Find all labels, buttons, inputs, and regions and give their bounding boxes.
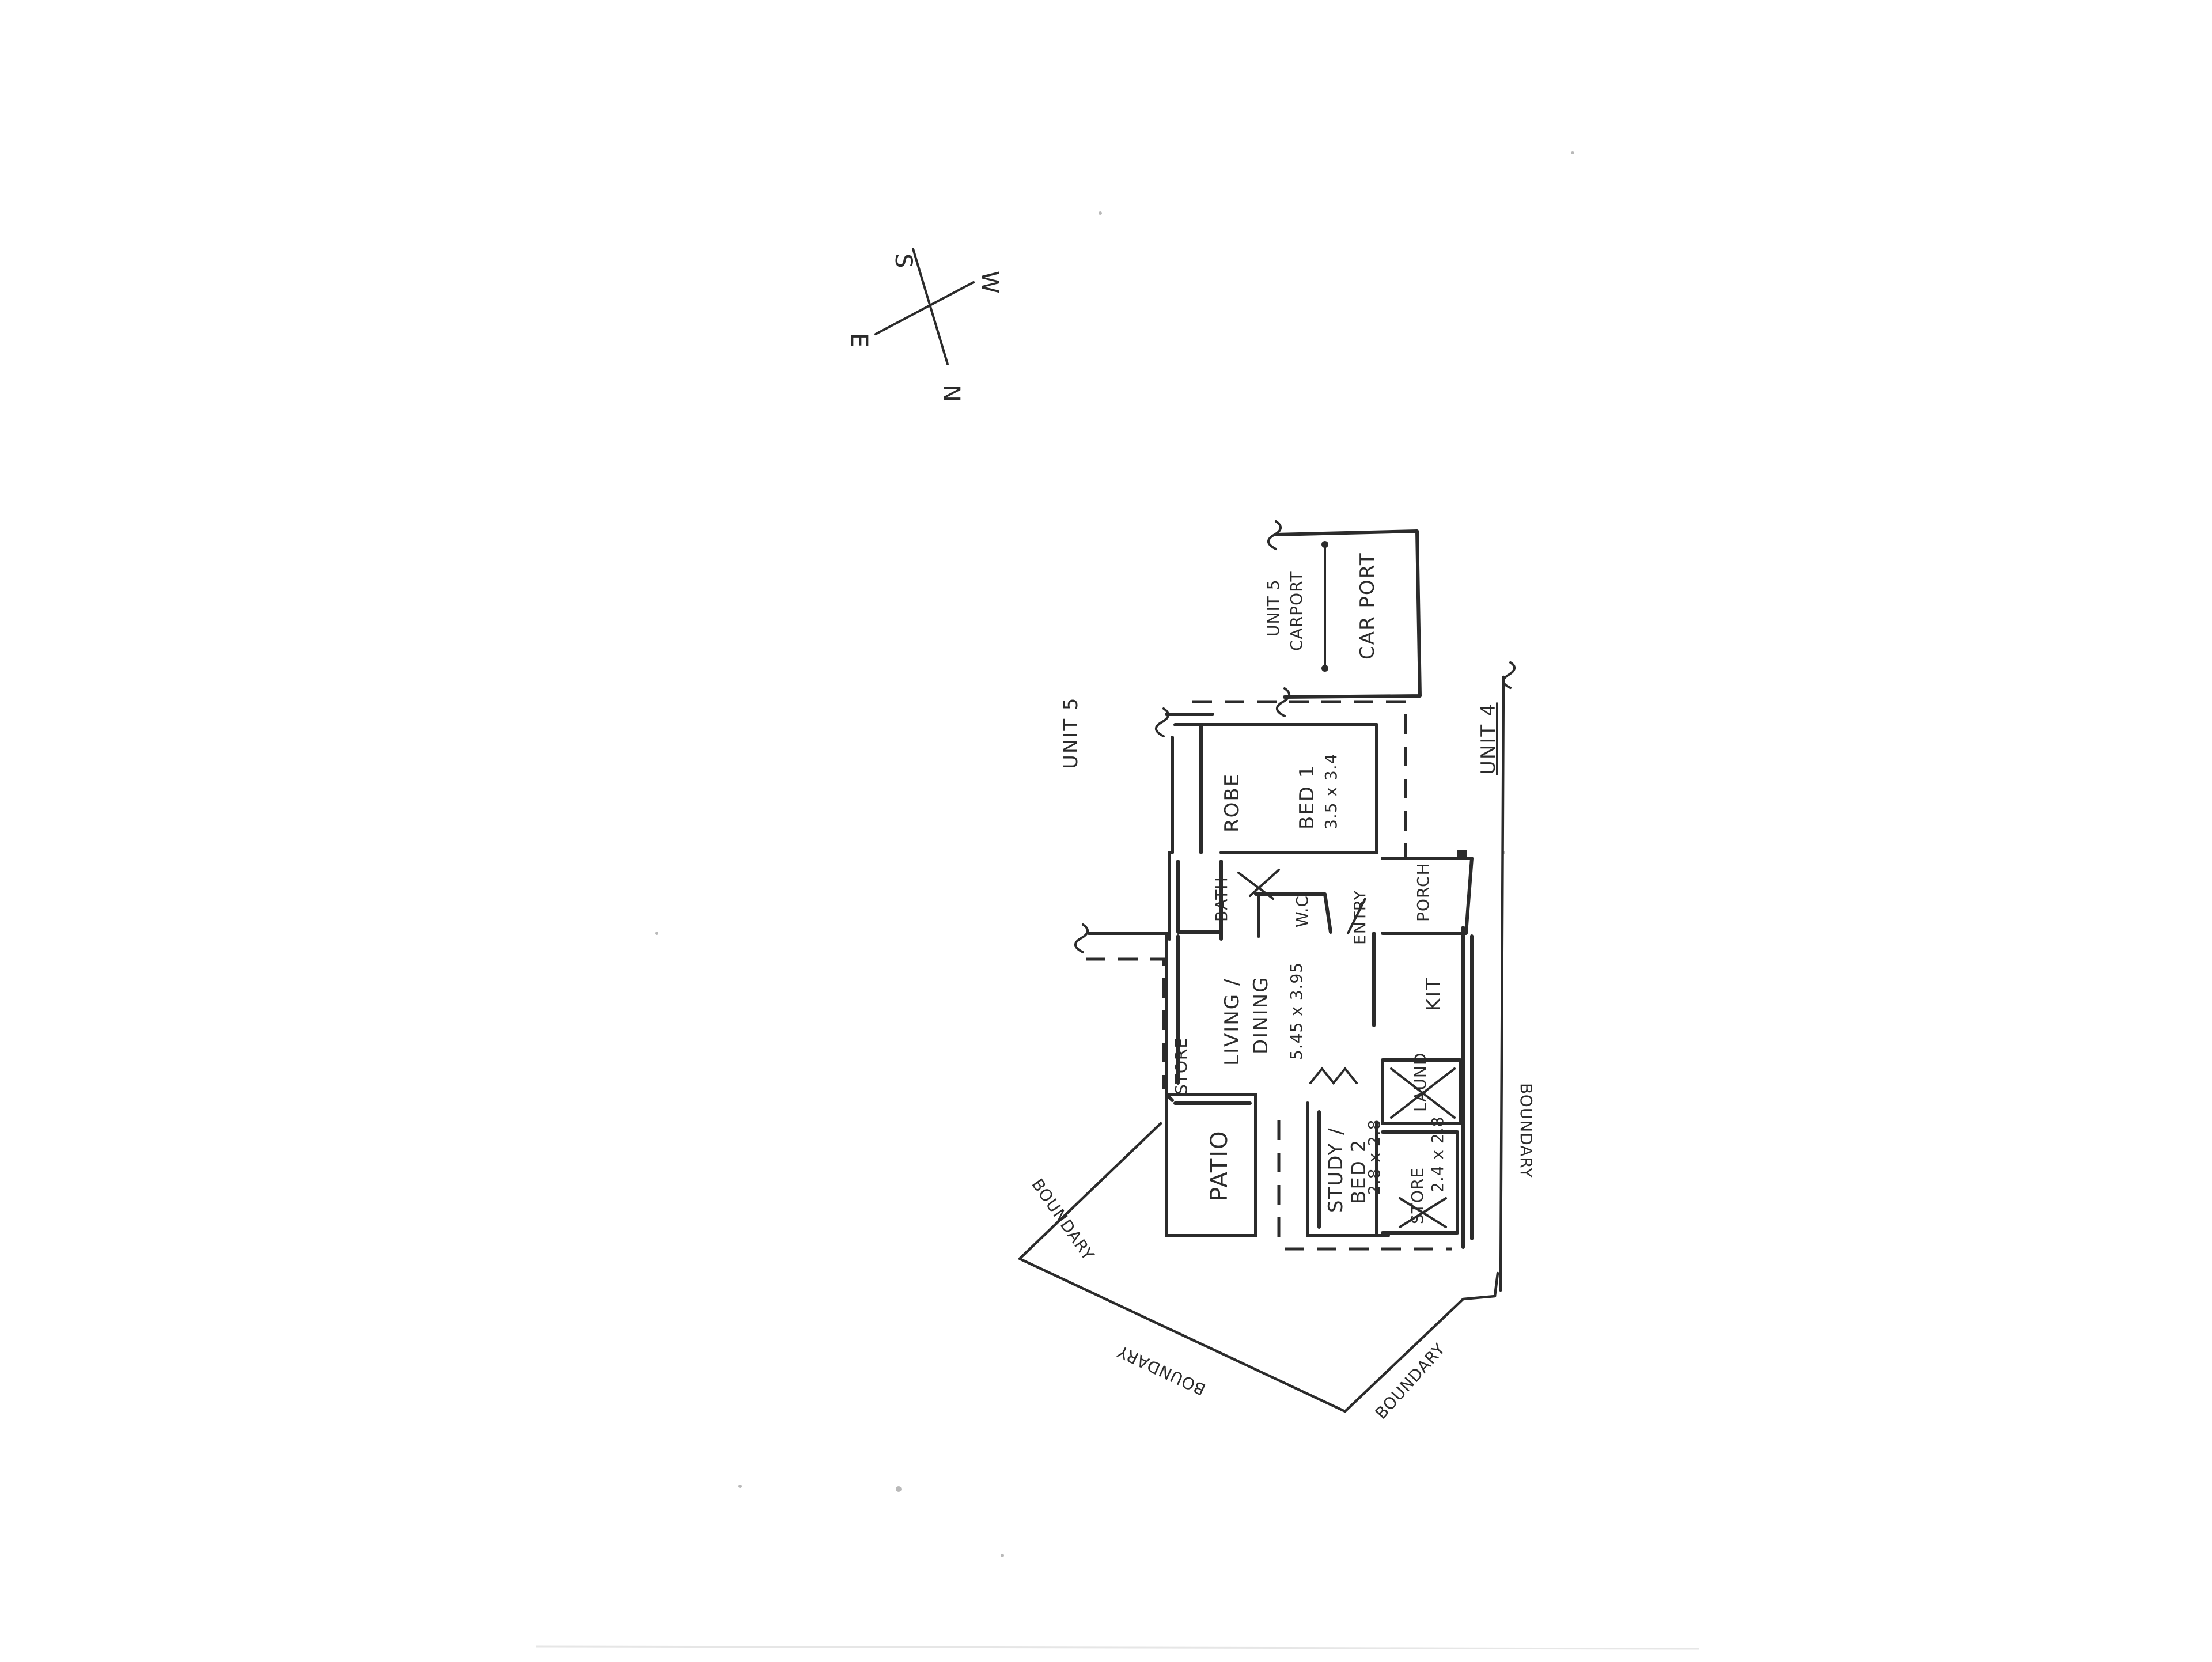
door-swing-living [1309, 1066, 1358, 1085]
unit4-break-mark [1502, 661, 1516, 689]
corner-post [1457, 850, 1467, 859]
party-break-mark [1074, 923, 1089, 953]
wall-laundry [1381, 1058, 1462, 1125]
wall-bed1-outer [1173, 723, 1378, 854]
wall-bath-inner [1176, 860, 1223, 934]
bath-label: BATH [1212, 877, 1231, 922]
kit-label: KIT [1422, 977, 1445, 1011]
compass-west-label: W [976, 271, 1003, 295]
unit4-boundary-line [1499, 675, 1505, 1292]
robe-label: ROBE [1221, 773, 1244, 832]
unit5-carport-label: UNIT 5 CARPORT [1264, 571, 1306, 651]
bed1-size: 3.5 x 3.4 [1321, 754, 1340, 830]
carport-arrow-end [1321, 541, 1328, 548]
unit5-carport-line2: CARPORT [1287, 571, 1306, 651]
porch-label: PORCH [1414, 862, 1433, 922]
living-size: 5.45 x 3.95 [1287, 962, 1306, 1060]
speck [1001, 1554, 1004, 1557]
scan-marks [535, 151, 1700, 1650]
compass-south-label: S [890, 253, 916, 269]
bed1-name: BED 1 [1296, 764, 1319, 830]
laundry-cross [1390, 1067, 1456, 1119]
study-name-line1: STUDY / [1324, 1127, 1347, 1213]
carport: CAR PORT [1267, 520, 1422, 717]
house-walls [1074, 707, 1474, 1249]
dashed-outlines [1086, 700, 1452, 1251]
boundary-label-west: BOUNDARY [1028, 1175, 1098, 1264]
boundary-label-east: BOUNDARY [1517, 1083, 1536, 1178]
page-bottom-edge [535, 1645, 1700, 1650]
speck [896, 1486, 902, 1492]
store-cross [1399, 1197, 1447, 1228]
door-swing-bath [1249, 869, 1280, 897]
store-size: 2.4 x 2.8 [1428, 1116, 1447, 1192]
compass-ew-line [874, 281, 975, 335]
laund-label: LAUND [1411, 1053, 1430, 1112]
boundary-label-southeast: BOUNDARY [1372, 1339, 1449, 1423]
compass-north-label: N [938, 385, 964, 403]
boundary-line [1018, 1122, 1499, 1413]
living-name-line1: LIVING / [1221, 978, 1244, 1066]
compass-east-label: E [846, 333, 872, 349]
speck [738, 1485, 742, 1488]
door-swing-bath [1237, 872, 1274, 900]
dashed-line-living [1086, 957, 1165, 1089]
speck [1571, 151, 1574, 154]
living-name-line2: DINING [1249, 976, 1272, 1054]
wall-robe-west [1168, 736, 1174, 854]
study-name-line2: BED 2 [1347, 1139, 1370, 1204]
study-size: 2.8 x 2.8 [1365, 1119, 1384, 1195]
carport-arrow-end [1321, 665, 1328, 672]
store-name: STORE [1408, 1167, 1427, 1224]
wall-store [1381, 1130, 1459, 1235]
compass-rose: S W E N [846, 248, 1003, 403]
unit5-carport-line1: UNIT 5 [1264, 579, 1283, 637]
speck [1099, 211, 1102, 215]
wall-patio [1165, 1093, 1257, 1237]
door-symbols [1237, 850, 1467, 1228]
wall-wc [1254, 892, 1332, 934]
unit4-label: UNIT 4 [1477, 702, 1500, 775]
speck [655, 932, 658, 935]
boundary-label-south: BOUNDARY [1114, 1342, 1209, 1399]
patio-label: PATIO [1206, 1130, 1233, 1201]
unit5-label: UNIT 5 [1059, 696, 1082, 769]
wall-porch [1381, 857, 1474, 935]
store-small-label: STORE [1172, 1038, 1191, 1095]
wall-study [1306, 1101, 1390, 1237]
carport-label: CAR PORT [1356, 552, 1379, 660]
carport-break-mark [1276, 687, 1290, 717]
door-swing-entry [1347, 898, 1366, 934]
carport-break-mark [1267, 520, 1282, 550]
room-labels: ROBE BED 1 3.5 x 3.4 BATH W.C. ENTRY POR… [1172, 754, 1447, 1224]
wc-label: W.C. [1293, 889, 1312, 927]
carport-outline [1274, 529, 1422, 699]
dashed-line-bed1 [1192, 700, 1407, 858]
entry-label: ENTRY [1350, 889, 1369, 945]
compass-ns-line [912, 248, 949, 365]
house-break-mark [1155, 707, 1169, 737]
